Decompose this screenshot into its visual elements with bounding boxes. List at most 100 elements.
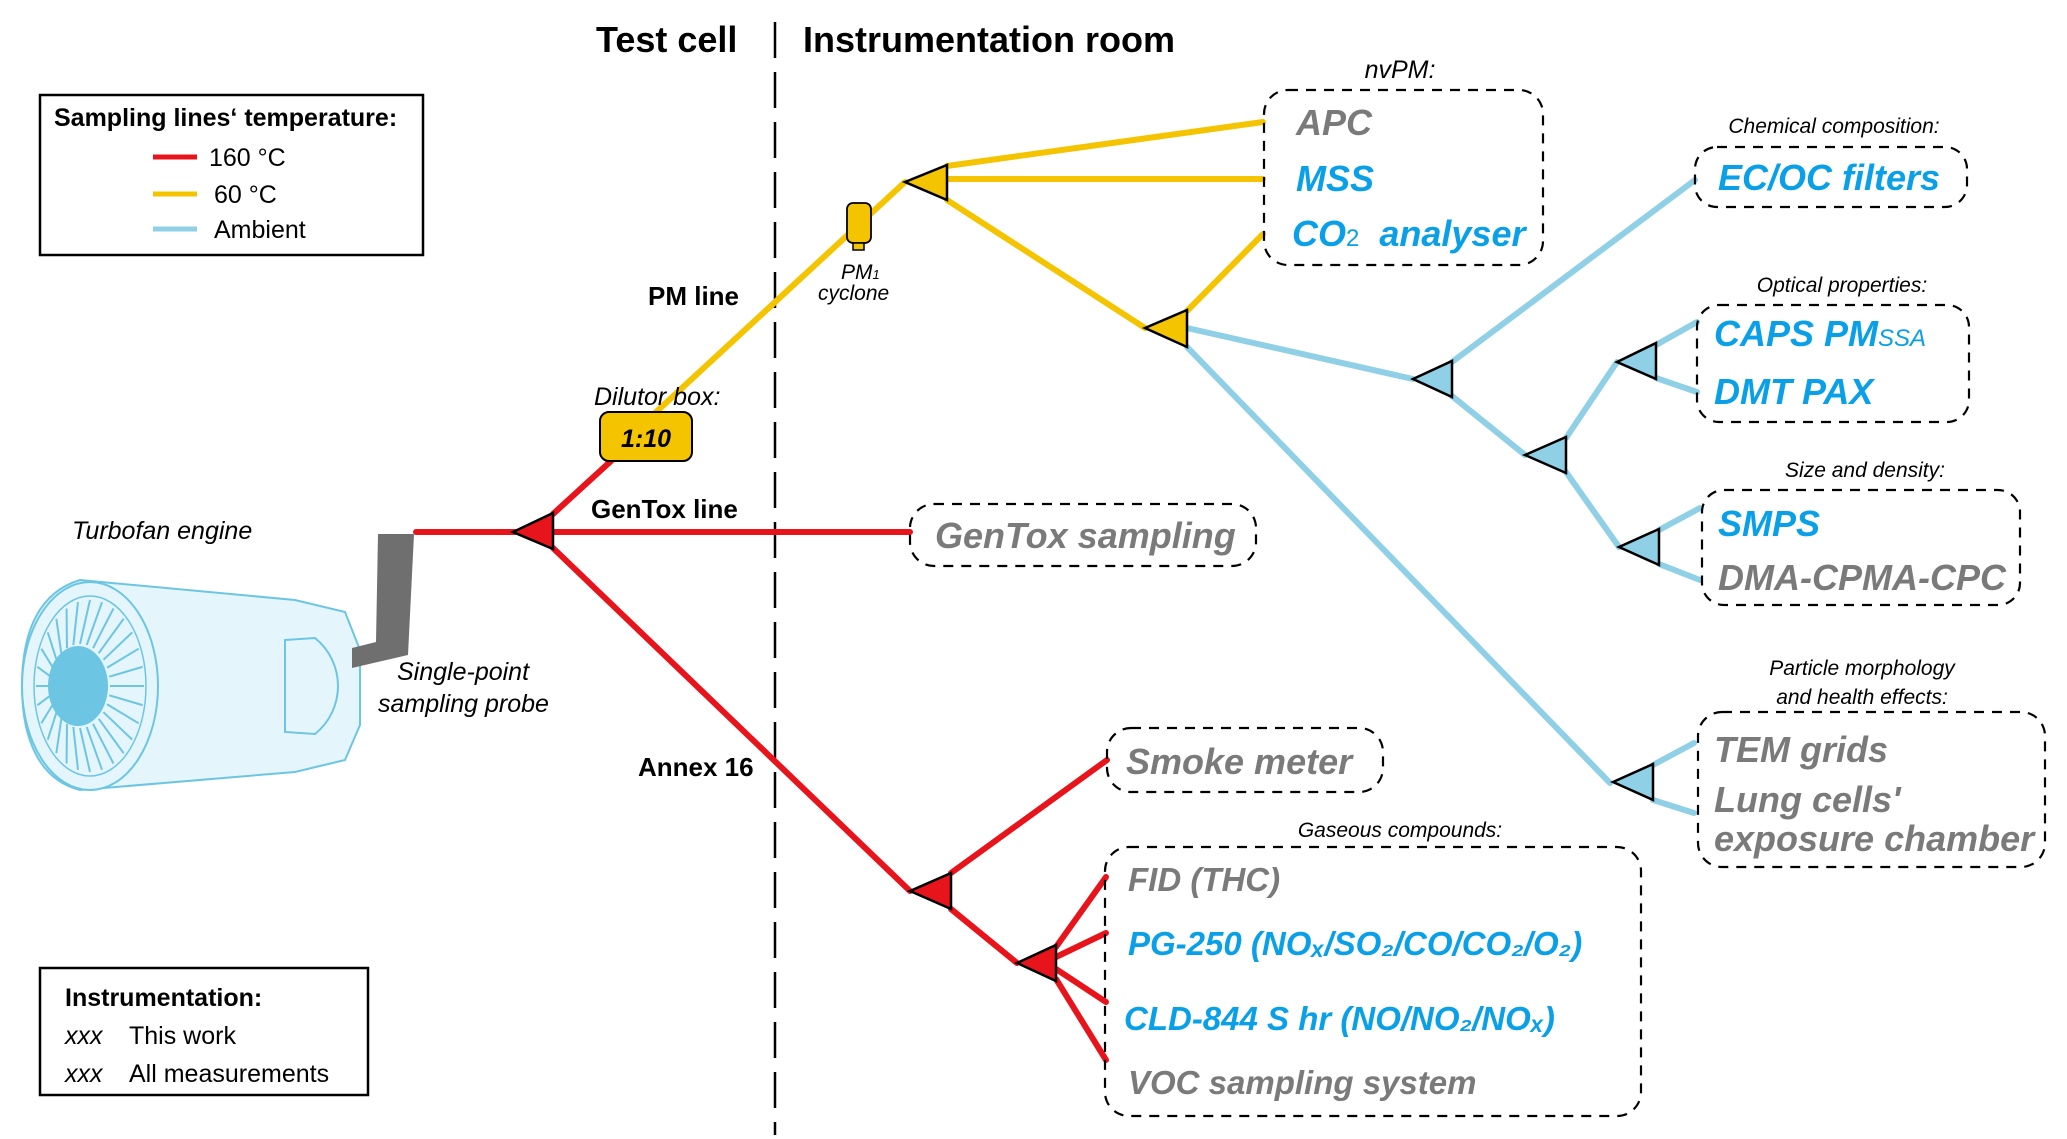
tem-branch-line — [1184, 344, 1613, 786]
fan-blade — [102, 631, 133, 661]
cyclone-label-pm: PM — [841, 261, 873, 284]
co2-line — [1184, 231, 1266, 314]
dilutor-feed-line — [550, 458, 614, 517]
pax-line — [1653, 375, 1700, 395]
fan-blade — [79, 599, 91, 645]
gaseous-item-fid: FID (THC) — [1128, 861, 1280, 898]
fan-blade — [46, 632, 58, 661]
smoke-meter-item: Smoke meter — [1126, 741, 1354, 782]
dilutor-ratio: 1:10 — [621, 425, 671, 453]
optical-feed-line — [1563, 359, 1620, 441]
fid-line — [1053, 874, 1109, 950]
splitter-nvpm — [901, 163, 949, 202]
apc-line — [944, 119, 1266, 169]
cld844-line — [1053, 966, 1109, 1005]
morphology-box — [1696, 710, 2047, 869]
smps-line — [1656, 505, 1703, 533]
fan-blade — [85, 601, 103, 646]
legend-label-all-measurements: All measurements — [129, 1060, 329, 1088]
optical-size-line — [1449, 393, 1528, 458]
pg250-line — [1053, 930, 1109, 960]
gentox-sampling-box — [908, 502, 1258, 568]
fan-blade — [40, 648, 54, 669]
fan-blade — [102, 711, 133, 741]
nvpm-item-apc: APC — [1295, 102, 1373, 143]
legend-label-ambient: Ambient — [214, 216, 306, 244]
fan-blade — [106, 703, 140, 725]
legend-marker-all-measurements: xxx — [64, 1060, 104, 1088]
gaseous-feed-line — [948, 906, 1020, 966]
chemical-box — [1693, 145, 1969, 209]
morphology-title-line2: and health effects: — [1776, 686, 1948, 709]
caps-sub: SSA — [1878, 325, 1926, 352]
size-item-dma: DMA-CPMA-CPC — [1718, 557, 2007, 598]
chemical-title: Chemical composition: — [1728, 115, 1939, 138]
size-item-smps: SMPS — [1718, 503, 1820, 544]
fan-blade — [55, 618, 63, 654]
splitter-pm-branch — [1141, 308, 1189, 349]
sampling-probe-icon — [352, 534, 414, 668]
fan-blade — [106, 647, 140, 669]
fan-blade — [92, 723, 115, 764]
optical-title: Optical properties: — [1757, 274, 1927, 297]
warm-lines — [652, 119, 1266, 416]
gaseous-item-pg250: PG-250 (NOₓ/SO₂/CO/CO₂/O₂) — [1128, 925, 1582, 962]
gaseous-title: Gaseous compounds: — [1298, 819, 1502, 842]
probe-label-line1: Single-point — [397, 658, 530, 686]
smoke-meter-line — [948, 757, 1110, 876]
caps-text: CAPS PM — [1714, 313, 1879, 354]
ambient-lines — [1184, 177, 1703, 816]
chemical-item-ecoc: EC/OC filters — [1718, 157, 1940, 198]
header-test-cell: Test cell — [596, 19, 737, 60]
gaseous-box — [1103, 845, 1643, 1118]
optical-item-pax: DMT PAX — [1714, 371, 1875, 412]
ambient-main-line — [1184, 325, 1416, 382]
fan-blade — [108, 694, 143, 707]
morphology-item-lung: Lung cells' — [1714, 779, 1902, 820]
size-box — [1700, 488, 2022, 607]
fan-blade — [55, 718, 63, 754]
tem-line — [1650, 740, 1697, 768]
fan-blade — [108, 665, 143, 678]
pm1-cyclone-icon — [846, 202, 872, 251]
temperature-legend: Sampling lines‘ temperature: 160 °C 60 °… — [38, 93, 425, 257]
probe-label-line2: sampling probe — [378, 690, 549, 718]
splitter-ambient-2 — [1521, 435, 1568, 475]
fan-blade — [46, 711, 58, 740]
hot-lines — [413, 458, 1110, 1063]
splitter-morphology — [1609, 762, 1655, 802]
cyclone-label-line1: PM1 — [841, 261, 880, 284]
engine-label: Turbofan engine — [72, 517, 252, 545]
legend-label-160c: 160 °C — [209, 144, 286, 172]
instrumentation-legend-title: Instrumentation: — [65, 984, 262, 1012]
turbofan-engine-icon — [20, 578, 361, 792]
splitter-size — [1615, 527, 1661, 567]
fan-blade — [36, 666, 52, 678]
fan-blade — [36, 694, 52, 706]
voc-line — [1053, 976, 1109, 1063]
fan-blade — [40, 703, 54, 724]
fan-blade — [97, 718, 125, 754]
fan-blade — [92, 608, 115, 649]
dma-line — [1656, 561, 1703, 583]
pm-line-label: PM line — [648, 281, 739, 311]
dilutor-box — [599, 411, 693, 462]
morphology-title-line1: Particle morphology — [1769, 657, 1956, 680]
fan-blade — [85, 726, 103, 771]
size-title: Size and density: — [1785, 459, 1945, 482]
annex16-label: Annex 16 — [638, 752, 754, 782]
gentox-line-label: GenTox line — [591, 494, 738, 524]
optical-item-caps: CAPS PMSSA — [1714, 313, 1926, 354]
co2-rest: analyser — [1359, 213, 1527, 254]
ecoc-line — [1449, 177, 1698, 365]
fan-blades — [36, 599, 144, 773]
splitter-main — [509, 511, 555, 551]
nvpm-item-co2-analyser: CO2 analyser — [1292, 213, 1527, 254]
lung-line — [1650, 797, 1697, 816]
instrumentation-legend: Instrumentation: xxx This work xxx All m… — [38, 966, 370, 1097]
splitter-gaseous — [1014, 943, 1058, 983]
cyclone-label-sub: 1 — [873, 267, 880, 282]
header-instrumentation-room: Instrumentation room — [803, 19, 1175, 60]
fan-blade — [79, 727, 91, 773]
